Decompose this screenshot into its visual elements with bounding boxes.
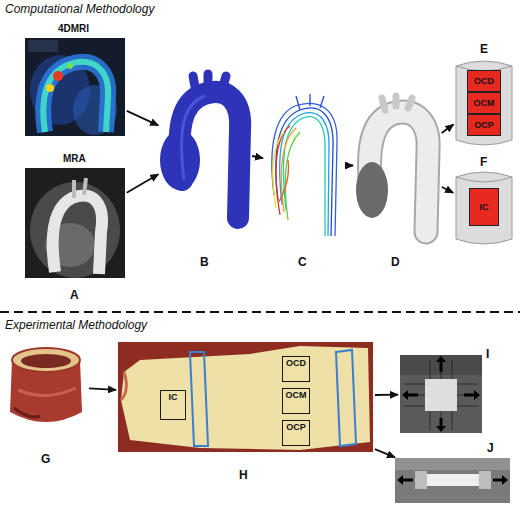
region-label: IC — [169, 392, 178, 403]
mra-panel: MRA — [25, 168, 125, 278]
simulation-panel: C — [265, 92, 343, 240]
panel-letter: B — [200, 255, 209, 269]
aorta-segmented — [356, 96, 428, 232]
region-box: OCP — [467, 114, 501, 136]
arrow-connector — [345, 165, 353, 167]
section-heading: Computational Methodology — [5, 2, 154, 16]
sample-box: OCM — [282, 388, 310, 414]
cylinder-panel: EOCDOCMOCP — [455, 60, 513, 145]
region-label: OCP — [474, 120, 494, 131]
arrow-connector — [375, 449, 395, 457]
arrow-connector — [127, 174, 159, 193]
panel-letter: G — [41, 452, 50, 466]
arrow-connector — [127, 111, 158, 126]
arrow-connector — [375, 394, 398, 396]
arrow-connector — [252, 156, 263, 158]
tissue-panel: G — [5, 345, 87, 427]
region-label: IC — [480, 202, 489, 213]
model-panel: B — [160, 72, 250, 222]
flattened-tissue-photo — [118, 342, 373, 452]
region-label: OCD — [286, 358, 306, 369]
arrow-connector — [442, 125, 454, 134]
panel-letter: 4DMRI — [58, 23, 89, 35]
region-label: OCM — [474, 98, 495, 109]
region-label: OCP — [286, 422, 306, 433]
region-label: OCM — [286, 390, 307, 401]
panel-letter: MRA — [63, 153, 86, 165]
sample-box: OCP — [282, 420, 310, 446]
biaxial-panel: I — [400, 355, 482, 433]
sample-box: OCD — [282, 356, 310, 382]
panel-letter: E — [480, 42, 488, 56]
panel-letter: I — [486, 347, 489, 361]
region-box: IC — [469, 188, 499, 226]
panel-letter: D — [391, 255, 400, 269]
mri-flow-panel: 4DMRI — [25, 38, 125, 136]
uniaxial-test-photo — [395, 458, 510, 503]
arrow-connector — [89, 388, 116, 390]
cylinder-segment — [456, 172, 512, 244]
cylinder-panel: FIC — [455, 172, 513, 244]
aortic-tissue-photo — [10, 348, 82, 422]
panel-letter: J — [487, 441, 494, 455]
panel-letter: C — [298, 255, 307, 269]
biaxial-test-photo — [400, 355, 482, 433]
sample-box: IC — [160, 390, 186, 420]
mri-flow-image — [25, 38, 125, 136]
region-box: OCD — [467, 70, 501, 92]
uniaxial-panel: J — [395, 458, 510, 503]
section-divider — [0, 311, 520, 313]
region-label: OCD — [474, 76, 494, 87]
panel-letter: A — [70, 288, 79, 302]
aorta-mesh — [160, 74, 240, 218]
arrow-connector — [442, 187, 453, 193]
cylinder-segment — [456, 61, 512, 145]
segmented-panel: D — [355, 95, 440, 235]
panel-letter: F — [480, 155, 487, 169]
tissue-panel: HICOCDOCMOCP — [118, 342, 373, 452]
mra-image — [25, 168, 125, 278]
section-heading: Experimental Methodology — [5, 318, 147, 332]
streamlines — [272, 94, 337, 236]
panel-letter: H — [239, 468, 248, 482]
region-box: OCM — [467, 92, 501, 114]
